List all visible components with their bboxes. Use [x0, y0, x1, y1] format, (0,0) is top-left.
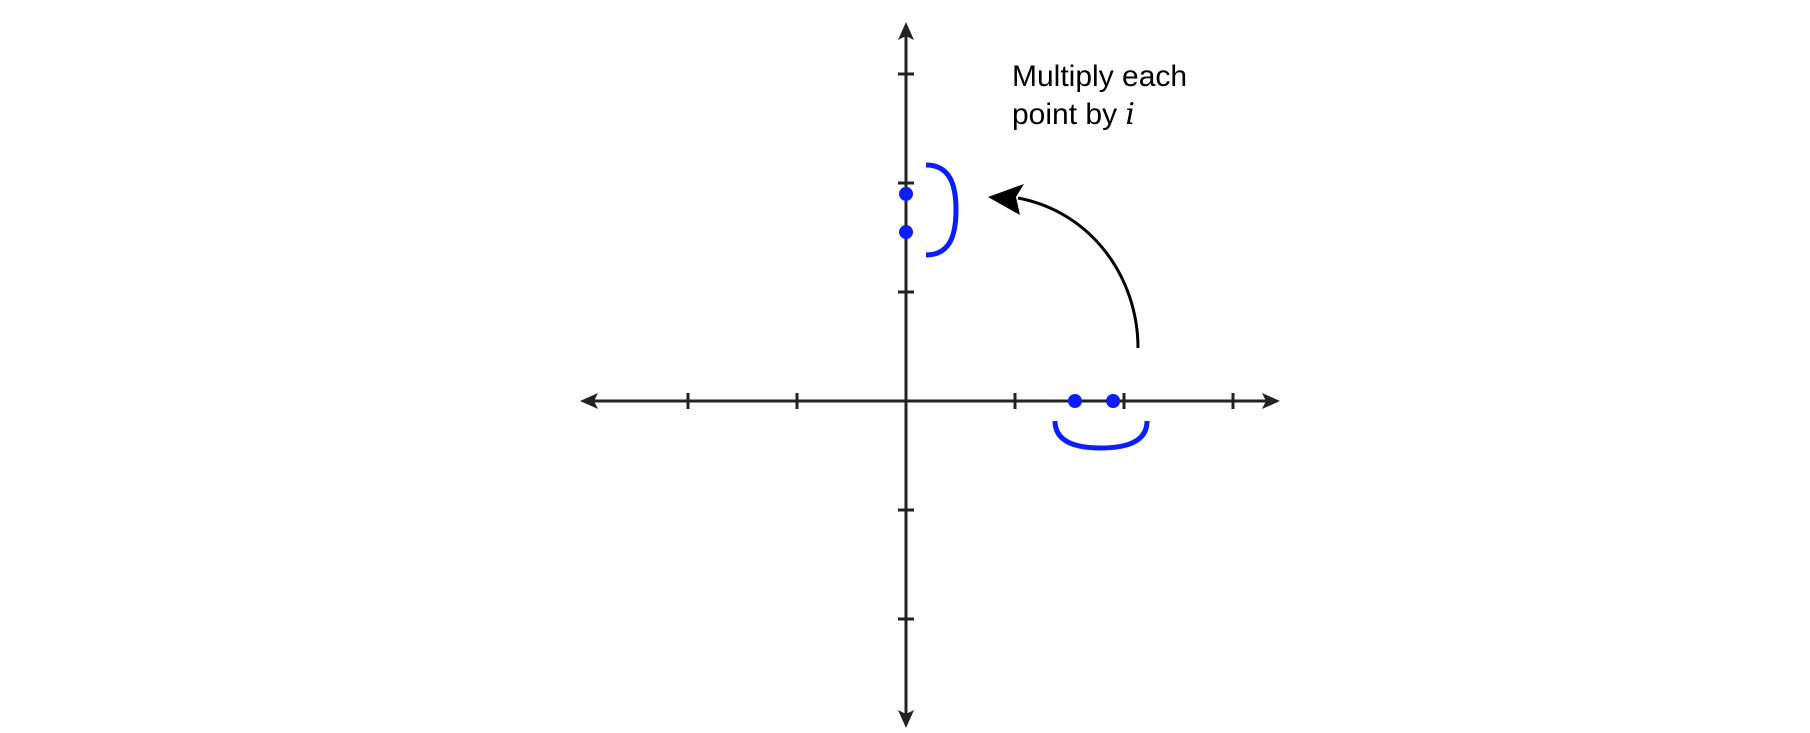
annotation-line-1: Multiply each — [1012, 60, 1188, 93]
axes — [580, 22, 1280, 728]
rotated-point — [899, 225, 913, 240]
real-axis-right-arrowhead — [1262, 393, 1280, 409]
rotation-arrowhead — [988, 184, 1024, 215]
original-point — [1106, 394, 1121, 408]
original-points-brace — [1052, 420, 1150, 451]
rotation-arrow — [988, 184, 1140, 349]
ticks — [686, 72, 1235, 621]
annotation-line-2: point by i — [1012, 96, 1187, 134]
imaginary-axis-bottom-arrowhead — [898, 710, 914, 728]
multiply-annotation: Multiply each point by i — [1012, 58, 1187, 134]
original-point — [1067, 394, 1082, 408]
imaginary-axis-top-arrowhead — [898, 22, 914, 40]
annotation-line-2-prefix: point by — [1012, 98, 1126, 131]
braces — [925, 162, 1150, 451]
rotation-arrow-curve — [1017, 196, 1140, 349]
points — [899, 186, 1121, 408]
imaginary-unit-symbol: i — [1125, 97, 1136, 132]
rotated-point — [899, 186, 913, 201]
rotated-points-brace — [925, 162, 959, 258]
real-axis-left-arrowhead — [580, 393, 598, 409]
